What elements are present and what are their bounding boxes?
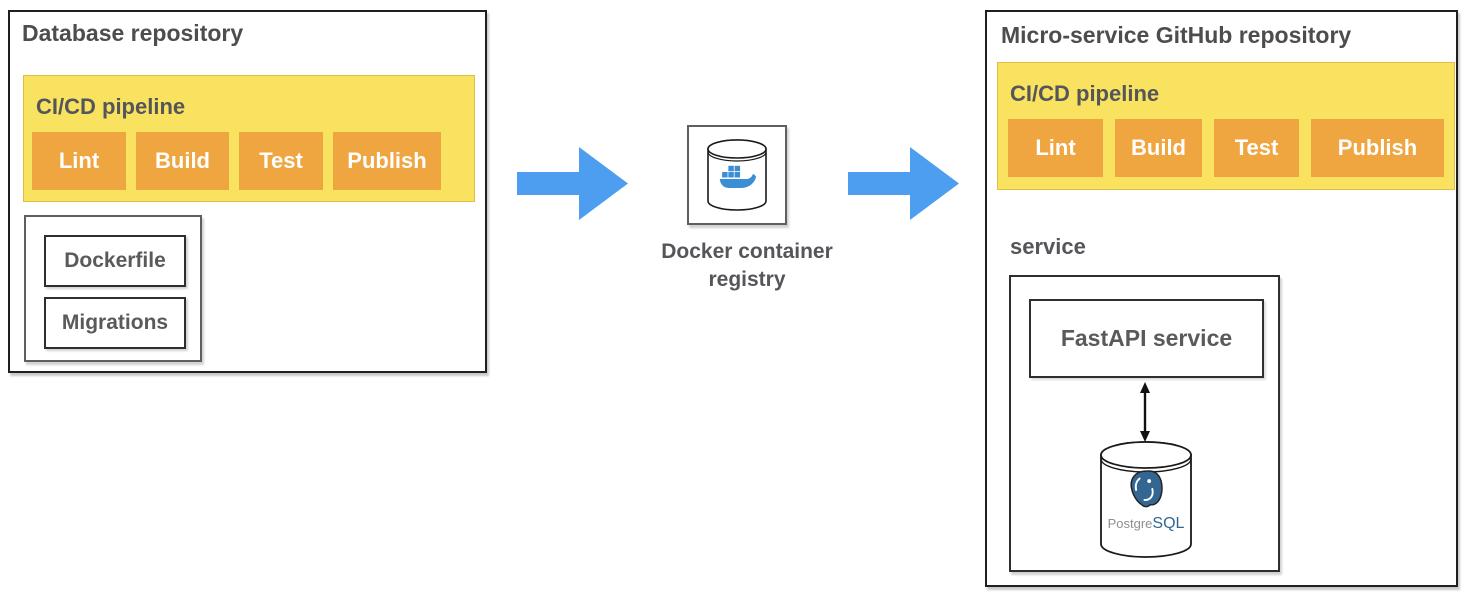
stage-lint: Lint bbox=[1008, 119, 1103, 177]
docker-registry-box bbox=[687, 125, 787, 225]
flow-arrow-right-icon bbox=[848, 147, 959, 220]
docker-whale-icon bbox=[707, 139, 767, 211]
postgresql-wordmark-gray: Postgre bbox=[1107, 516, 1153, 531]
right-cicd-pipeline-label: CI/CD pipeline bbox=[1010, 81, 1160, 106]
service-label: service bbox=[1010, 234, 1086, 259]
postgresql-wordmark-blue: SQL bbox=[1152, 515, 1185, 532]
stage-build: Build bbox=[136, 132, 229, 190]
stage-build: Build bbox=[1115, 119, 1202, 177]
left-cicd-pipeline-label: CI/CD pipeline bbox=[36, 94, 186, 119]
dockerfile-box: Dockerfile bbox=[44, 235, 186, 287]
repository-files-group: Dockerfile Migrations bbox=[24, 215, 202, 362]
migrations-box: Migrations bbox=[44, 297, 186, 349]
right-cicd-pipeline-box: CI/CD pipeline Lint Build Test Publish bbox=[997, 62, 1455, 190]
right-pipeline-stages: Lint Build Test Publish bbox=[1008, 119, 1444, 177]
service-box: FastAPI service Po bbox=[1009, 275, 1280, 572]
docker-registry-label: Docker container registry bbox=[661, 240, 833, 291]
postgresql-wordmark: PostgreSQL bbox=[1100, 515, 1192, 533]
stage-lint: Lint bbox=[32, 132, 126, 190]
postgresql-database: PostgreSQL bbox=[1100, 441, 1192, 559]
database-repository-title: Database repository bbox=[22, 20, 244, 46]
left-cicd-pipeline-box: CI/CD pipeline Lint Build Test Publish bbox=[23, 75, 475, 202]
stage-publish: Publish bbox=[1311, 119, 1444, 177]
left-pipeline-stages: Lint Build Test Publish bbox=[32, 132, 441, 190]
database-repository-panel: Database repository CI/CD pipeline Lint … bbox=[8, 10, 487, 373]
microservice-repository-panel: Micro-service GitHub repository CI/CD pi… bbox=[985, 10, 1458, 587]
stage-publish: Publish bbox=[333, 132, 441, 190]
stage-test: Test bbox=[1214, 119, 1299, 177]
postgresql-elephant-icon bbox=[1130, 470, 1163, 508]
microservice-repository-title: Micro-service GitHub repository bbox=[1001, 22, 1352, 48]
stage-test: Test bbox=[239, 132, 323, 190]
bidirectional-arrow-icon bbox=[1140, 382, 1150, 442]
fastapi-service-box: FastAPI service bbox=[1029, 299, 1264, 378]
flow-arrow-left-icon bbox=[517, 147, 628, 220]
